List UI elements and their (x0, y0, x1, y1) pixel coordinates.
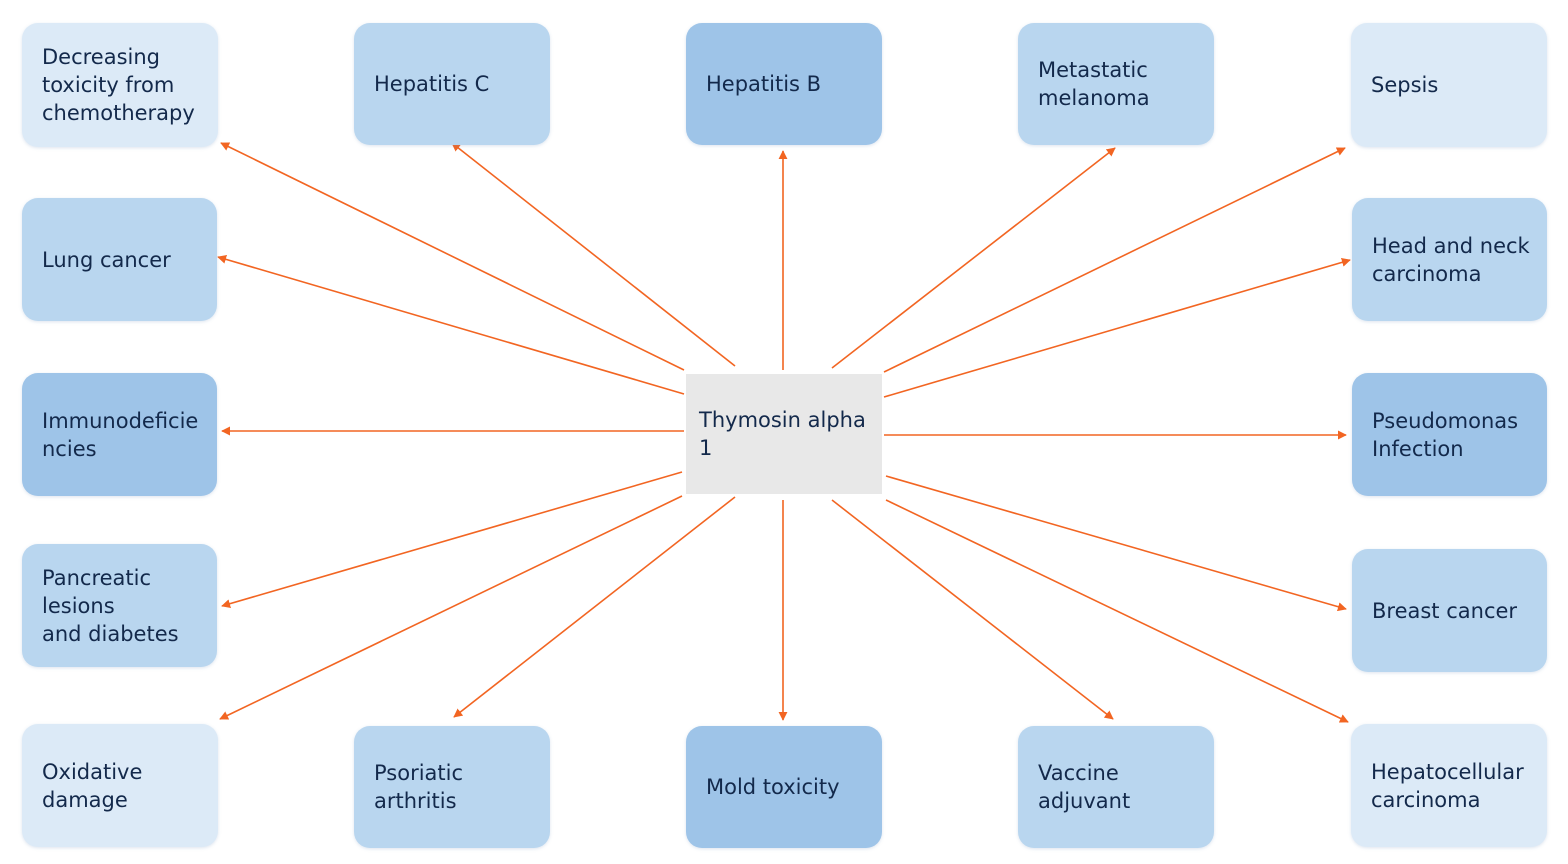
node-head-neck-carcinoma: Head and neck carcinoma (1352, 198, 1547, 321)
node-lung-cancer: Lung cancer (22, 198, 217, 321)
arrow-to-hepatitis-c (451, 142, 736, 367)
node-pancreatic-lesions: Pancreatic lesions and diabetes (22, 544, 217, 667)
node-metastatic-melanoma: Metastatic melanoma (1018, 23, 1214, 145)
arrow-to-psoriatic-arthritis (453, 496, 736, 718)
arrow-to-lung-cancer (217, 254, 685, 395)
node-hepatocellular-carcinoma: Hepatocellular carcinoma (1351, 724, 1547, 847)
node-mold-toxicity: Mold toxicity (686, 726, 882, 848)
node-decreasing-toxicity: Decreasing toxicity from chemotherapy (22, 23, 218, 147)
node-sepsis: Sepsis (1351, 23, 1547, 147)
node-immunodeficiencies: Immunodeficie ncies (22, 373, 217, 496)
node-hepatitis-c: Hepatitis C (354, 23, 550, 145)
arrow-to-pancreatic-lesions (221, 471, 683, 609)
center-node-thymosin-alpha-1: Thymosin alpha 1 (686, 374, 882, 494)
node-breast-cancer: Breast cancer (1352, 549, 1547, 672)
arrow-to-breast-cancer (885, 475, 1347, 612)
node-vaccine-adjuvant: Vaccine adjuvant (1018, 726, 1214, 848)
arrow-to-vaccine-adjuvant (831, 499, 1114, 720)
node-oxidative-damage: Oxidative damage (22, 724, 218, 847)
arrow-to-metastatic-melanoma (831, 147, 1116, 369)
arrow-to-hepatocellular-carcinoma (885, 499, 1349, 723)
arrow-to-sepsis (883, 147, 1346, 373)
node-hepatitis-b: Hepatitis B (686, 23, 882, 145)
arrow-to-head-neck-carcinoma (883, 257, 1351, 398)
node-psoriatic-arthritis: Psoriatic arthritis (354, 726, 550, 848)
arrow-to-oxidative-damage (219, 495, 683, 720)
arrow-to-decreasing-toxicity (220, 142, 685, 371)
node-pseudomonas-infection: Pseudomonas Infection (1352, 373, 1547, 496)
